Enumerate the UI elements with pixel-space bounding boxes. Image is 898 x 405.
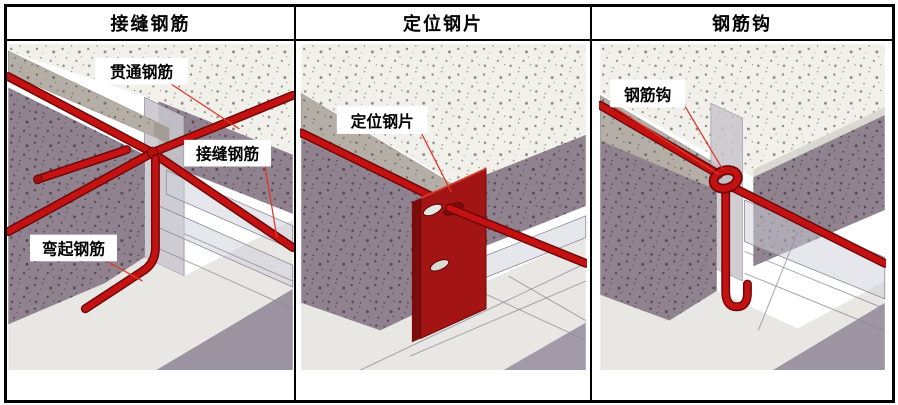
leader-line [264,166,278,238]
rebar-behind-plate-fill [299,129,454,209]
rebar-hook-figure: 钢筋钩 [598,44,886,370]
panel-rebar-hook: 钢筋钩 [592,41,892,400]
header-cell-rebar-hook: 钢筋钩 [592,7,892,41]
formwork-edge [743,272,885,331]
annotation-rebar-hook: 钢筋钩 [609,79,685,108]
plate-side-face [411,198,421,343]
leader-line [682,102,723,170]
concrete-beam-top [7,50,155,138]
formwork-edge [359,262,586,370]
floor-purple-corner [772,302,885,370]
annotation-box [609,79,685,108]
leader-line [169,82,240,130]
right-slab-top-edge [752,107,885,180]
annotation-positioning-plate: 定位钢片 [336,106,428,134]
annotation-text: 接缝钢筋 [196,145,259,164]
plate-slot [422,203,442,217]
header-cell-joint-rebar: 接缝钢筋 [7,7,296,41]
left-wall-face [8,87,145,325]
comparison-table: 接缝钢筋 定位钢片 钢筋钩 [4,4,895,403]
panel-positioning-plate: 定位钢片 [296,41,592,400]
formwork-edge [183,233,293,282]
formwork-edge [743,250,885,310]
header-label-positioning-plate: 定位钢片 [403,14,483,34]
hook-loop-fill [709,166,741,192]
leader-line [106,260,143,282]
annotation-text: 定位钢片 [350,112,413,131]
slab-top-surface [300,44,586,186]
formwork-edge [507,275,586,322]
hook-shank-fill [722,185,750,310]
annotation-box [95,57,189,85]
annotation-bent-up-rebar: 弯起钢筋 [29,234,117,262]
left-wall-face [599,140,717,321]
header-label-rebar-hook: 钢筋钩 [712,14,772,34]
annotation-through-rebar: 贯通钢筋 [95,57,189,85]
annotation-seam-rebar: 接缝钢筋 [184,139,272,167]
rebar-stub-fill [34,146,130,183]
formwork-edge [757,231,798,331]
positioning-plate-figure: 定位钢片 [299,44,587,370]
formwork-edge [409,280,586,357]
plate-top-edge [419,167,486,199]
rebar-through-plate-fill [445,205,587,267]
panel-joint-rebar: 贯通钢筋 接缝钢筋 弯起钢筋 [7,41,296,400]
floor-purple-corner [156,288,293,370]
rebar-hook [708,165,752,312]
annotation-text: 弯起钢筋 [42,239,105,258]
bent-up-rebar-fill [82,155,159,312]
header-cell-positioning-plate: 定位钢片 [296,7,592,41]
formwork-edge [478,290,586,341]
annotation-text: 贯通钢筋 [110,63,173,82]
rebar-right-segment-fill [727,183,886,267]
leader-line [420,133,452,193]
header-label-joint-rebar: 接缝钢筋 [110,14,191,34]
annotation-box [29,234,117,262]
annotation-text: 钢筋钩 [623,85,670,104]
plate-slot [429,259,449,272]
rebar-left-segment-fill [598,102,722,178]
annotation-box [184,139,272,167]
leader-line [613,106,719,175]
joint-rebar-figure: 贯通钢筋 接缝钢筋 弯起钢筋 [7,44,294,370]
rebar-end-cap [33,174,43,185]
slab-top-surface [8,44,293,155]
annotation-box [336,106,428,134]
formwork-edge [154,246,293,310]
